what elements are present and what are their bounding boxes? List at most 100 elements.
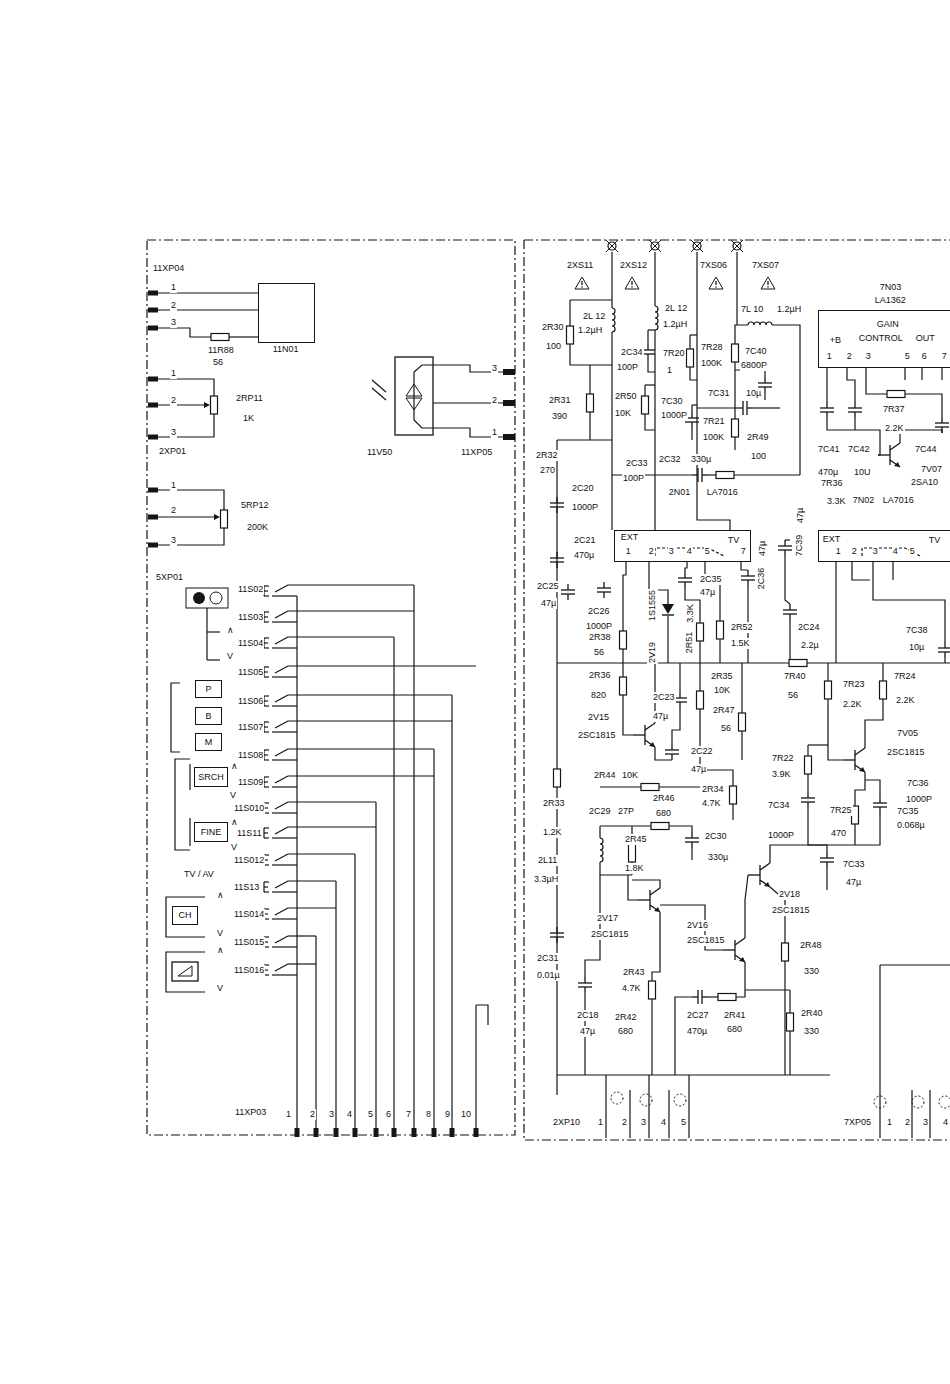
- wire: [354, 854, 355, 1128]
- part-label: 100K: [702, 432, 725, 443]
- part-label: 1.2K: [542, 827, 563, 838]
- part-label: 7C33: [842, 859, 866, 870]
- wire: [475, 1005, 476, 1128]
- part-label: 11S03: [237, 612, 264, 623]
- wire: [288, 748, 434, 749]
- terminal-pin: [148, 515, 158, 520]
- part-label: 100P: [616, 362, 639, 373]
- connector-pin: [874, 1096, 886, 1108]
- wire: [647, 330, 648, 344]
- part-label: 2R33: [542, 798, 566, 809]
- switch-symbol: [264, 749, 288, 760]
- part-label: 2R44: [593, 770, 617, 781]
- part-label: 2: [170, 300, 177, 311]
- wire: [882, 663, 883, 681]
- wire: [600, 786, 641, 787]
- wire: [272, 946, 297, 947]
- wire: [648, 360, 655, 372]
- part-label: 1: [170, 368, 177, 379]
- part-label: 3.3K: [684, 603, 695, 624]
- wire: [288, 963, 316, 964]
- part-label: 5XP01: [155, 572, 184, 583]
- part-label: 3.9K: [771, 769, 792, 780]
- wire: [696, 252, 697, 440]
- wire: [789, 1031, 790, 1075]
- part-label: 2C21: [573, 535, 597, 546]
- part-label: 3.3K: [826, 496, 847, 507]
- resistor-symbol: [649, 981, 656, 999]
- part-label: 3: [640, 1117, 647, 1128]
- wire: [605, 1075, 606, 1138]
- terminal-pin: [392, 1128, 397, 1137]
- part-label: 47µ: [757, 539, 768, 556]
- wire: [288, 665, 476, 666]
- part-label: ∧: [216, 945, 225, 956]
- part-label: 2C20: [571, 483, 595, 494]
- terminal-pin: [148, 435, 158, 440]
- transistor-symbol: [633, 723, 655, 747]
- part-label: 2V19: [647, 640, 658, 663]
- wire: [175, 759, 190, 850]
- wire: [690, 334, 697, 335]
- part-label: 680: [726, 1024, 743, 1035]
- part-label: 7V05: [896, 728, 919, 739]
- key-label: P: [204, 684, 212, 695]
- part-label: 8: [425, 1109, 432, 1120]
- resistor-symbol: [732, 419, 739, 437]
- capacitor-symbol: [801, 792, 815, 808]
- part-label: 2R34: [701, 784, 725, 795]
- connector-pin: [939, 1096, 950, 1108]
- wire: [745, 875, 748, 938]
- wire: [652, 912, 660, 981]
- ic-label: 1: [826, 351, 833, 362]
- wire: [272, 621, 297, 622]
- part-label: 11R88: [207, 345, 235, 356]
- wire: [229, 336, 258, 337]
- wire: [158, 404, 206, 405]
- part-label: V: [229, 790, 237, 801]
- wire: [166, 897, 205, 937]
- key-label: CH: [178, 910, 193, 921]
- wire: [789, 620, 790, 663]
- key-button: FINE: [194, 822, 228, 842]
- wire: [557, 439, 590, 440]
- wire: [272, 918, 297, 919]
- wire: [692, 404, 697, 405]
- wire: [632, 880, 660, 888]
- wire: [941, 368, 942, 380]
- wire: [189, 818, 190, 846]
- part-label: 2.2K: [884, 423, 905, 434]
- part-label: 1.8K: [624, 863, 645, 874]
- resistor-symbol: [739, 713, 746, 731]
- terminal-pin: [334, 1128, 339, 1137]
- warning-triangle: [625, 277, 639, 289]
- part-label: 10µ: [745, 388, 762, 399]
- wire: [158, 516, 216, 517]
- wiper-arrow: [204, 402, 210, 408]
- key-button: CH: [172, 906, 198, 925]
- part-label: 3.3µH: [533, 874, 559, 885]
- part-label: 2V17: [596, 913, 619, 924]
- ic-label: 5: [704, 546, 711, 557]
- warning-triangle: [575, 277, 589, 289]
- part-label: 7C42: [847, 444, 871, 455]
- inductor-symbol: [748, 322, 772, 325]
- part-label: 2R51: [684, 630, 695, 654]
- part-label: 2C33: [625, 458, 649, 469]
- inductor-symbol: [655, 306, 658, 330]
- wire: [158, 328, 211, 337]
- wire: [589, 365, 590, 394]
- part-label: 11S02: [237, 584, 264, 595]
- part-label: 330µ: [690, 454, 712, 465]
- part-label: 2R35: [710, 671, 734, 682]
- part-label: 10U: [853, 467, 872, 478]
- ic-label: CONTROL: [858, 333, 904, 344]
- wire: [826, 368, 827, 402]
- wire: [158, 379, 214, 396]
- wire: [697, 407, 737, 408]
- capacitor-symbol: [678, 572, 692, 588]
- wire: [288, 775, 434, 776]
- part-label: 10K: [713, 685, 731, 696]
- resistor-symbol: [825, 681, 832, 699]
- wire: [669, 826, 692, 832]
